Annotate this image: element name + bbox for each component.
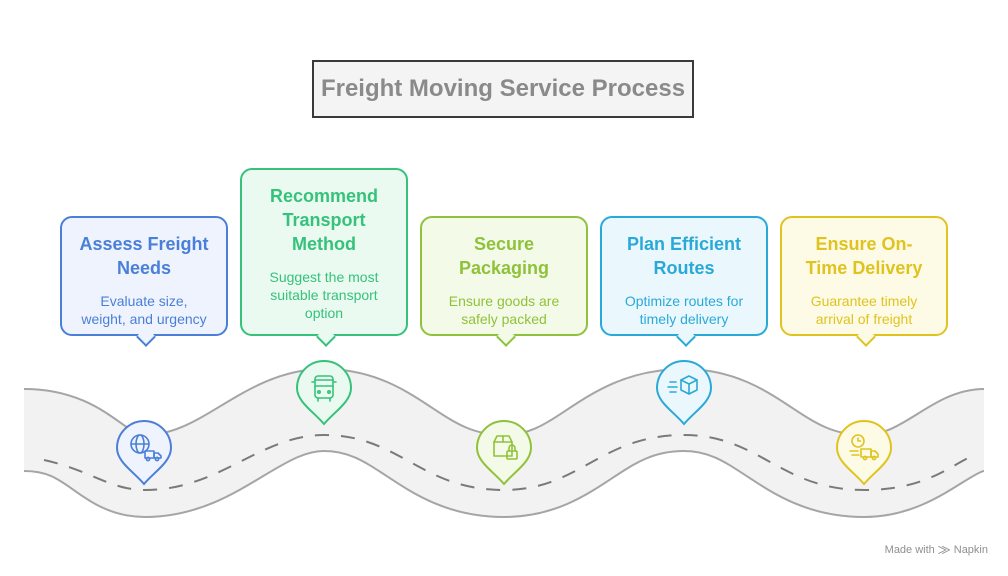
page-title: Freight Moving Service Process <box>320 75 686 102</box>
card-description-line: Optimize routes for <box>624 293 744 309</box>
road-centerline <box>43 433 969 492</box>
map-pin-plan-routes <box>655 360 713 426</box>
card-description: Suggest the most suitable transport option <box>242 268 406 322</box>
map-pin-shape <box>475 420 533 486</box>
card-title-line: Packaging <box>458 258 550 278</box>
napkin-watermark: Made with ⨠ Napkin <box>884 544 988 556</box>
card-description-line: Guarantee timely <box>810 293 918 309</box>
card-description-line: suitable transport <box>270 287 378 303</box>
map-pin-ensure-delivery <box>835 420 893 486</box>
box-lock-icon <box>493 435 518 460</box>
map-pin-shape <box>835 420 893 486</box>
map-pin-secure-packaging <box>475 420 533 486</box>
card-description-line: weight, and urgency <box>81 311 207 327</box>
card-title-line: Routes <box>653 258 715 278</box>
title-box: Freight Moving Service Process <box>312 60 694 118</box>
card-description-line: Suggest the most <box>269 269 379 285</box>
bus-icon <box>311 375 337 402</box>
card-title-line: Time Delivery <box>805 258 923 278</box>
card-description-line: Evaluate size, <box>100 293 188 309</box>
map-pin-shape <box>655 360 713 426</box>
card-description-line: arrival of freight <box>815 311 913 327</box>
card-title-line: Method <box>292 234 356 254</box>
card-description: Optimize routes for timely delivery <box>602 292 766 328</box>
card-description: Ensure goods are safely packed <box>422 292 586 328</box>
card-description-line: safely packed <box>461 311 547 327</box>
card-title-line: Secure <box>473 234 535 254</box>
map-pin-shape <box>295 360 353 426</box>
card-description-line: timely delivery <box>639 311 729 327</box>
card-title-line: Recommend <box>269 186 379 206</box>
card-title-line: Transport <box>282 210 366 230</box>
fast-box-icon <box>667 375 698 395</box>
card-title-line: Assess Freight <box>79 234 209 254</box>
card-title-line: Needs <box>116 258 172 278</box>
card-title-line: Ensure On- <box>815 234 913 254</box>
card-title: Ensure On- Time Delivery <box>782 232 946 280</box>
card-description-line: Ensure goods are <box>448 293 560 309</box>
card-description: Evaluate size, weight, and urgency <box>62 292 226 328</box>
map-pin-assess-freight <box>115 420 173 486</box>
clock-truck-icon <box>849 434 879 461</box>
card-title-line: Plan Efficient <box>626 234 742 254</box>
card-description: Guarantee timely arrival of freight <box>782 292 946 328</box>
card-description-line: option <box>304 305 344 321</box>
map-pin-recommend-transport <box>295 360 353 426</box>
globe-truck-icon <box>130 434 162 462</box>
